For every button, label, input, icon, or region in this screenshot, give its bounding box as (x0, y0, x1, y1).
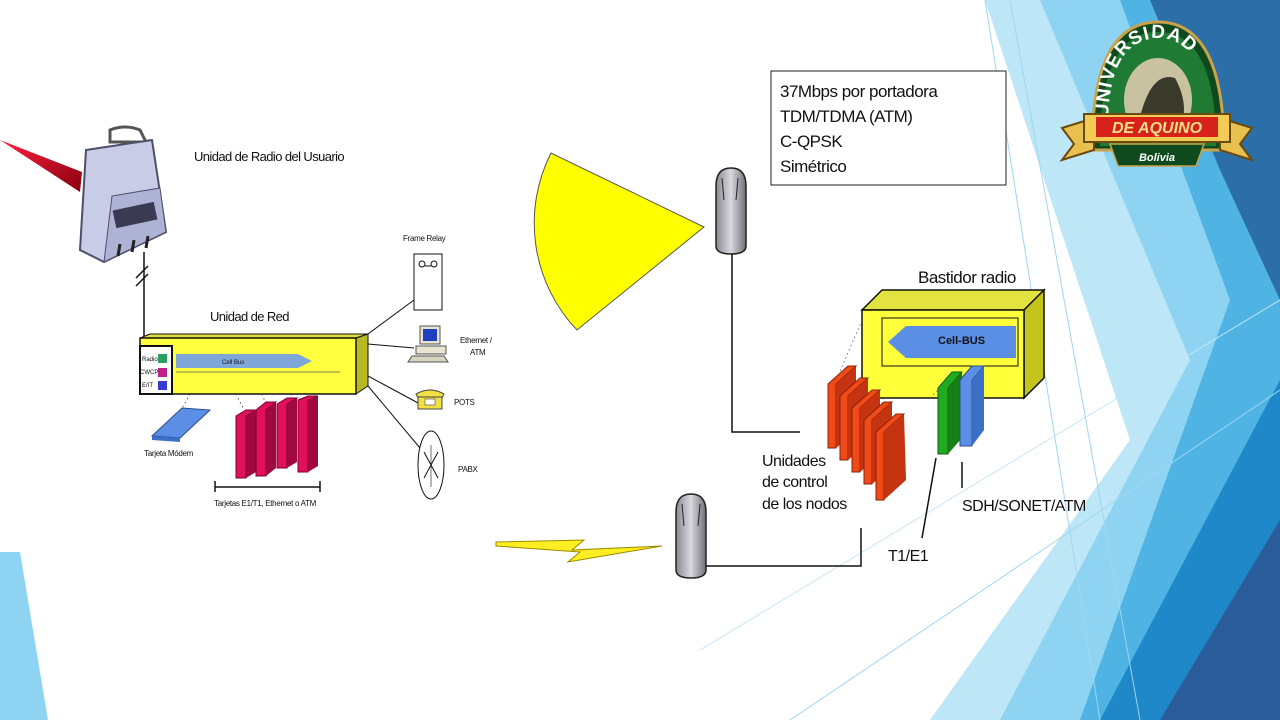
logo-country-text: Bolivia (1139, 152, 1175, 164)
top-antenna-icon (715, 167, 747, 255)
spec-line-2: TDM/TDMA (ATM) (780, 107, 912, 126)
modem-card-label: Tarjeta Módem (144, 449, 194, 458)
left-blue-accent (0, 552, 48, 720)
wireless-link-bolt-icon (495, 539, 663, 563)
slot-label-eit: E/IT (142, 383, 153, 389)
logo-banner-text: DE AQUINO (1112, 120, 1203, 137)
network-unit-label: Unidad de Red (210, 309, 289, 324)
e1t1-cards-icon (235, 395, 319, 479)
left-cell-bus-label: Cell Bus (222, 360, 244, 366)
frame-relay-label: Frame Relay (403, 234, 446, 243)
ethernet-atm-label-line2: ATM (470, 348, 486, 357)
antenna-beam-sector (533, 152, 705, 331)
bottom-antenna-icon (675, 493, 707, 579)
node-control-line-1: Unidades (762, 453, 826, 470)
t1e1-label: T1/E1 (888, 548, 929, 565)
right-diagram: 37Mbps por portadora TDM/TDMA (ATM) C-QP… (495, 70, 1087, 579)
pabx-icon (417, 430, 445, 500)
sdh-card-icon (959, 365, 986, 447)
t1e1-card-icon (937, 371, 964, 455)
blue-frame-decoration (699, 0, 1280, 720)
node-control-cards-icon (827, 365, 906, 501)
pots-label: POTS (454, 398, 475, 407)
pabx-label: PABX (458, 465, 479, 474)
user-radio-unit-icon (78, 125, 168, 264)
radio-rack-label: Bastidor radio (918, 268, 1016, 287)
slot-label-cwcp: CWCP (140, 370, 158, 376)
node-control-line-3: de los nodos (762, 496, 847, 513)
ethernet-atm-label-line1: Ethernet / (460, 336, 493, 345)
spec-box (770, 70, 1007, 186)
spec-line-4: Simétrico (780, 157, 846, 176)
network-connections (367, 299, 421, 449)
telephone-icon (415, 389, 445, 410)
cards-label: Tarjetas E1/T1, Ethernet o ATM (214, 499, 317, 508)
frame-relay-icon (413, 253, 443, 311)
modem-card-icon (150, 407, 212, 442)
user-radio-unit-label: Unidad de Radio del Usuario (194, 149, 344, 164)
red-beam-icon (0, 140, 82, 192)
computer-icon (407, 325, 449, 363)
university-logo: UNIVERSIDAD DE AQUINO Bolivia (1059, 20, 1255, 167)
rack-dotted-lines (837, 319, 965, 421)
node-control-line-2: de control (762, 474, 827, 491)
left-diagram: Unidad de Radio del Usuario Unidad de Re… (0, 125, 493, 508)
sdh-label: SDH/SONET/ATM (962, 498, 1086, 515)
spec-line-3: C-QPSK (780, 132, 843, 151)
spec-line-1: 37Mbps por portadora (780, 82, 938, 101)
slot-label-radio: Radio (142, 357, 158, 363)
network-unit-icon (139, 333, 369, 395)
rack-cell-bus-label: Cell-BUS (938, 335, 985, 347)
